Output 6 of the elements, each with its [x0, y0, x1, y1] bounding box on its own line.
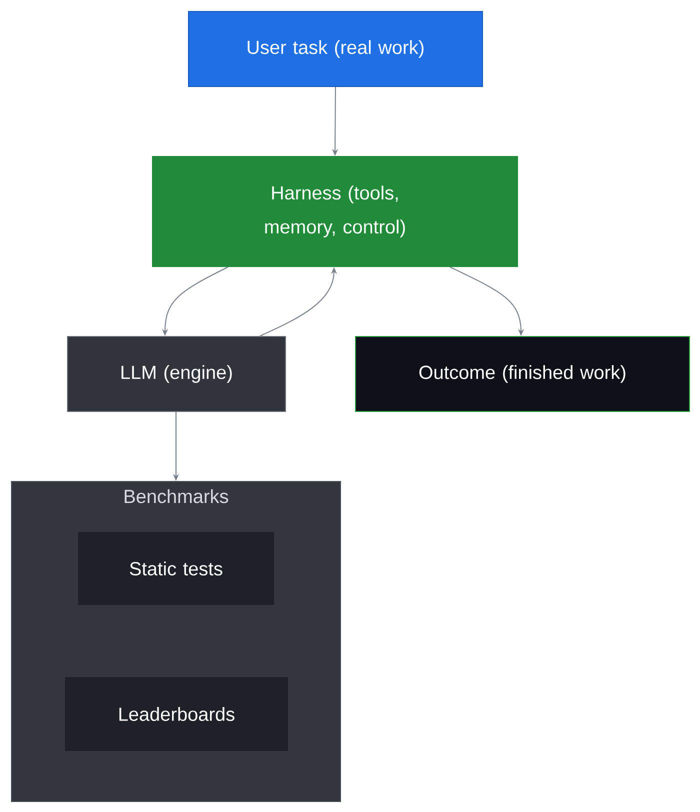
- process-box: Harness (tools, memory, control): [152, 156, 518, 267]
- process-box: LLM (engine): [67, 336, 286, 412]
- process-box: Outcome (finished work): [355, 336, 690, 412]
- process-box: Leaderboards: [65, 677, 288, 751]
- process-box: User task (real work): [188, 11, 483, 87]
- process-box: Static tests: [78, 532, 274, 605]
